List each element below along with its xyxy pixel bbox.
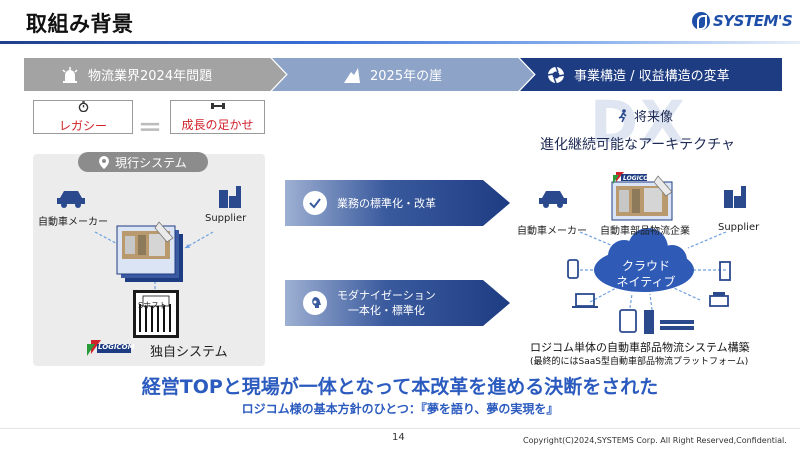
building-icon	[219, 186, 241, 208]
modernization-label-line2: 一本化・標準化	[347, 304, 425, 317]
page-title: 取組み背景	[26, 12, 134, 36]
building-icon	[724, 186, 746, 208]
dx-watermark: DX	[590, 88, 687, 156]
car-icon	[57, 191, 85, 208]
equals-sign: ＝	[138, 114, 162, 142]
printer-icon	[709, 292, 729, 307]
modernization-arrow: モダナイゼーション 一本化・標準化	[285, 280, 510, 326]
own-system-label: 独自システム	[150, 345, 228, 360]
laptop-icon	[572, 293, 598, 308]
cloud-shape	[594, 228, 694, 292]
runner-icon	[618, 108, 627, 122]
legacy-server-stack	[116, 221, 183, 282]
pc-tower-icon	[719, 261, 731, 281]
decision-headline: 経営TOPと現場が一体となって本改革を進める決断をされた	[141, 376, 659, 398]
phase-label: 事業構造 / 収益構造の変革	[574, 69, 730, 84]
future-car-maker-label: 自動車メーカー	[517, 226, 587, 237]
host-server-icon	[133, 290, 179, 338]
logicom-system-caption: ロジコム単体の自動車部品物流システム構築	[530, 341, 750, 354]
dumbbell-icon	[210, 101, 226, 114]
phase-label: 物流業界2024年問題	[88, 69, 213, 84]
tablet-icon	[619, 309, 637, 333]
cloud-line2: ネイティブ	[616, 275, 676, 289]
systems-logo-icon	[692, 12, 710, 30]
check-circle-icon	[303, 191, 327, 215]
logicom-logo-text: LOGICOM	[98, 343, 135, 351]
future-vision: 将来像	[618, 106, 673, 125]
current-system-tab: 現行システム	[78, 152, 208, 172]
standardization-label: 業務の標準化・改革	[337, 197, 436, 210]
cloud-line1: クラウド	[621, 259, 670, 273]
architecture-subtitle: 進化継続可能なアーキテクチャ	[540, 137, 736, 153]
legacy-label: レガシー	[58, 118, 107, 133]
future-supplier-label: Supplier	[718, 222, 760, 233]
phase-label: 2025年の崖	[370, 69, 443, 84]
policy-subline: ロジコム様の基本方針のひとつ：『夢を語り、夢の実現を』	[241, 402, 559, 416]
copyright-notice: Copyright(C)2024,SYSTEMS Corp. All Right…	[523, 436, 787, 445]
title-underline	[0, 41, 800, 44]
siren-icon	[60, 66, 80, 84]
page-number: 14	[392, 432, 405, 443]
head-gear-icon	[303, 291, 327, 315]
future-architecture-diagram	[539, 172, 746, 334]
logicom-logo	[613, 172, 647, 184]
company-logo-text: SYSTEM'S	[713, 12, 793, 30]
host-label: Sホスト	[138, 301, 168, 310]
phase-2025-cliff: 2025年の崖	[272, 58, 534, 91]
server-rack-icon	[660, 320, 694, 330]
car-icon	[539, 191, 567, 208]
current-system-label: 現行システム	[115, 155, 187, 170]
company-logo: SYSTEM'S	[692, 12, 793, 30]
logicom-logo	[87, 340, 131, 356]
footer-divider	[0, 428, 800, 429]
car-maker-label: 自動車メーカー	[38, 217, 108, 228]
modernization-label-line1: モダナイゼーション	[337, 289, 436, 302]
legacy-diagram	[57, 186, 241, 356]
cloud-native-label: クラウド ネイティブ	[608, 258, 684, 290]
parts-logistics-label: 自動車部品物流企業	[600, 226, 690, 237]
legacy-pill: レガシー	[33, 100, 133, 134]
location-pin-icon	[99, 155, 110, 169]
stopwatch-icon	[78, 100, 89, 115]
phase-2024-problem: 物流業界2024年問題	[24, 58, 286, 91]
saas-platform-caption: (最終的にはSaaS型自動車部品物流プラットフォーム)	[530, 357, 749, 367]
supplier-label: Supplier	[205, 213, 247, 224]
server-tower-icon	[644, 310, 654, 334]
cliff-climber-icon	[342, 66, 362, 84]
warehouse-photo	[611, 175, 673, 221]
standardization-arrow: 業務の標準化・改革	[285, 180, 510, 226]
phase-structural-change: 事業構造 / 収益構造の変革	[520, 58, 782, 91]
future-logicom-logo-text: LOGICOM	[623, 175, 655, 182]
growth-shackle-label: 成長の足かせ	[181, 118, 254, 132]
growth-shackle-pill: 成長の足かせ	[170, 100, 265, 134]
smartphone-icon	[567, 259, 579, 279]
aperture-icon	[546, 66, 566, 84]
future-vision-label: 将来像	[634, 110, 674, 125]
